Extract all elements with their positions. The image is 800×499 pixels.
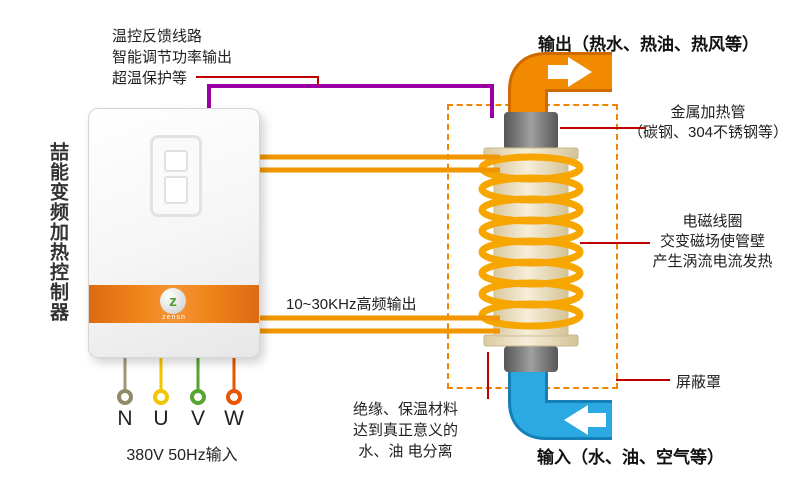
terminal-label-n: N (117, 407, 133, 430)
feedback-annotation-pointer-line (196, 76, 319, 85)
power-input-label: 380V 50Hz输入 (126, 447, 238, 464)
terminal-u (153, 389, 169, 405)
controller-unit: z zensn (88, 108, 260, 358)
hf-output-label: 10~30KHz高频输出 (286, 296, 417, 313)
hf-output-lines (258, 154, 500, 334)
feedback-annotation: 温控反馈线路 智能调节功率输出 超温保护等 (112, 26, 232, 89)
controller-brand-band: z zensn (89, 285, 259, 323)
terminal-v (190, 389, 206, 405)
brand-logo-icon: z (160, 288, 186, 314)
display-window-large (164, 176, 188, 204)
input-flow-arrowhead-icon (564, 405, 588, 435)
metal-pipe-annotation-line1: 金属加热管 (670, 104, 746, 121)
controller-display (150, 135, 202, 217)
coil-annotation: 电磁线圈 交变磁场使管壁 产生涡流电流发热 (630, 212, 795, 272)
output-flow-arrow-icon (548, 65, 568, 79)
output-pipe (511, 55, 612, 142)
heating-tube-top-cap (504, 112, 558, 150)
input-flow-arrow-icon (588, 413, 606, 427)
terminal-label-v: V (190, 407, 205, 430)
brand-name: zensn (162, 314, 186, 321)
terminal-w (226, 389, 242, 405)
insulation-annotation-line1: 绝缘、保温材料 (352, 401, 458, 418)
input-pipe (511, 352, 612, 437)
output-label: 输出（热水、热油、热风等） (538, 35, 759, 54)
coil-annotation-line3: 产生涡流电流发热 (652, 253, 773, 270)
feedback-annotation-line3: 超温保护等 (112, 70, 188, 87)
terminal-label-w: W (224, 407, 244, 430)
terminal-label-u: U (153, 407, 169, 430)
insulation-annotation-line3: 水、油 电分离 (358, 443, 453, 460)
feedback-annotation-line2: 智能调节功率输出 (112, 49, 233, 66)
shield-label: 屏蔽罩 (676, 374, 722, 391)
heating-tube-body (493, 157, 569, 337)
temperature-feedback-line (207, 84, 494, 118)
feedback-annotation-line1: 温控反馈线路 (112, 28, 203, 45)
terminal-n (117, 389, 133, 405)
coil-annotation-line2: 交变磁场使管壁 (659, 233, 765, 250)
metal-pipe-annotation-line2: （碳钢、304不锈钢等） (627, 124, 789, 141)
insulation-annotation: 绝缘、保温材料 达到真正意义的 水、油 电分离 (318, 399, 493, 462)
metal-pipe-annotation: 金属加热管 （碳钢、304不锈钢等） (618, 103, 798, 143)
output-flow-arrowhead-icon (568, 57, 592, 87)
brand-logo-glyph: z (169, 292, 177, 310)
heating-tube-bottom-flange (483, 334, 579, 347)
electromagnetic-coil (478, 153, 584, 330)
insulation-annotation-line2: 达到真正意义的 (352, 422, 458, 439)
vertical-product-title: 喆能变频加热控制器 (47, 142, 68, 322)
input-label: 输入（水、油、空气等） (537, 448, 724, 467)
display-window-small (164, 150, 188, 172)
heating-tube-bottom-cap (504, 346, 558, 372)
coil-annotation-line1: 电磁线圈 (682, 213, 743, 230)
